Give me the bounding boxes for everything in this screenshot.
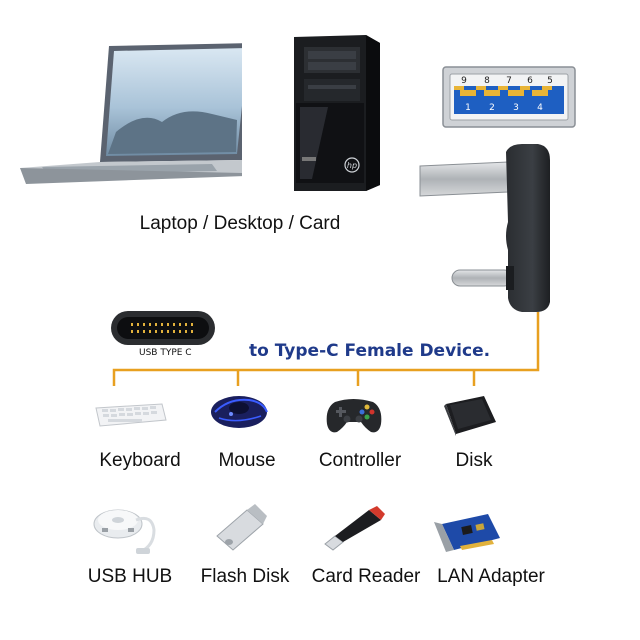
usb-type-c-label: USB TYPE C (139, 348, 192, 358)
device-label-flash-disk: Flash Disk (200, 566, 290, 587)
device-label-keyboard: Keyboard (99, 450, 181, 471)
desktop-tower-image: hp (294, 35, 380, 191)
device-label-controller: Controller (318, 450, 402, 471)
laptop-image (20, 43, 242, 184)
device-label-lan-adapter: LAN Adapter (437, 566, 545, 587)
usb-a-pinout-image: 9 8 7 6 5 1 2 3 4 (442, 66, 576, 128)
usb-adapter-image (419, 144, 550, 312)
usb-type-c-port-image (111, 311, 215, 345)
device-label-usb-hub: USB HUB (87, 566, 173, 587)
hp-logo: hp (347, 161, 357, 170)
card-reader-image (324, 506, 385, 551)
pin-4: 4 (537, 103, 543, 113)
pin-7: 7 (506, 76, 512, 86)
target-device-caption: to Type-C Female Device. (249, 341, 491, 361)
pin-8: 8 (484, 76, 490, 86)
pin-1: 1 (465, 103, 471, 113)
device-label-disk: Disk (455, 450, 493, 471)
pin-2: 2 (489, 103, 495, 113)
disk-image (444, 396, 496, 436)
pin-5: 5 (547, 76, 553, 86)
source-devices-caption: Laptop / Desktop / Card (139, 213, 341, 234)
pin-3: 3 (513, 103, 519, 113)
keyboard-image (95, 403, 167, 427)
mouse-image (211, 396, 268, 428)
pin-9: 9 (461, 76, 467, 86)
usb-hub-image (93, 509, 156, 554)
lan-adapter-image (434, 514, 500, 552)
device-label-card-reader: Card Reader (311, 566, 421, 587)
pin-6: 6 (527, 76, 533, 86)
controller-image (326, 399, 382, 433)
device-label-mouse: Mouse (218, 450, 276, 471)
flash-disk-image (216, 504, 267, 551)
